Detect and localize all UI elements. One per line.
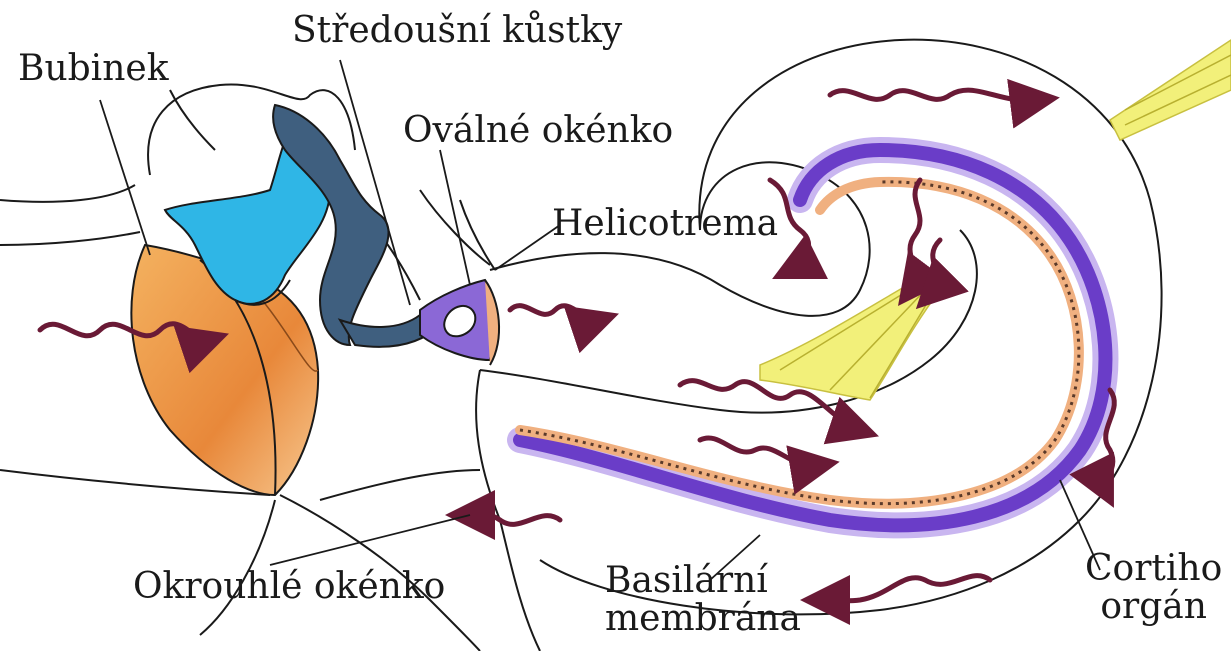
label-okrouhle-okenko: Okrouhlé okénko	[133, 568, 445, 606]
label-stredousni-kustky: Středoušní kůstky	[292, 12, 622, 50]
label-ovalne-okenko: Oválné okénko	[403, 112, 673, 150]
label-cortiho-line1: Cortiho	[1085, 550, 1222, 588]
label-basilarni-line1: Basilární	[605, 562, 801, 600]
label-basilarni-line2: membrána	[605, 600, 801, 638]
label-cortiho-organ: Cortiho orgán	[1085, 550, 1222, 626]
label-bubinek: Bubinek	[18, 50, 169, 88]
label-helicotrema: Helicotrema	[552, 205, 778, 243]
oval-window	[420, 280, 499, 365]
label-cortiho-line2: orgán	[1085, 588, 1222, 626]
label-basilarni-membrana: Basilární membrána	[605, 562, 801, 638]
